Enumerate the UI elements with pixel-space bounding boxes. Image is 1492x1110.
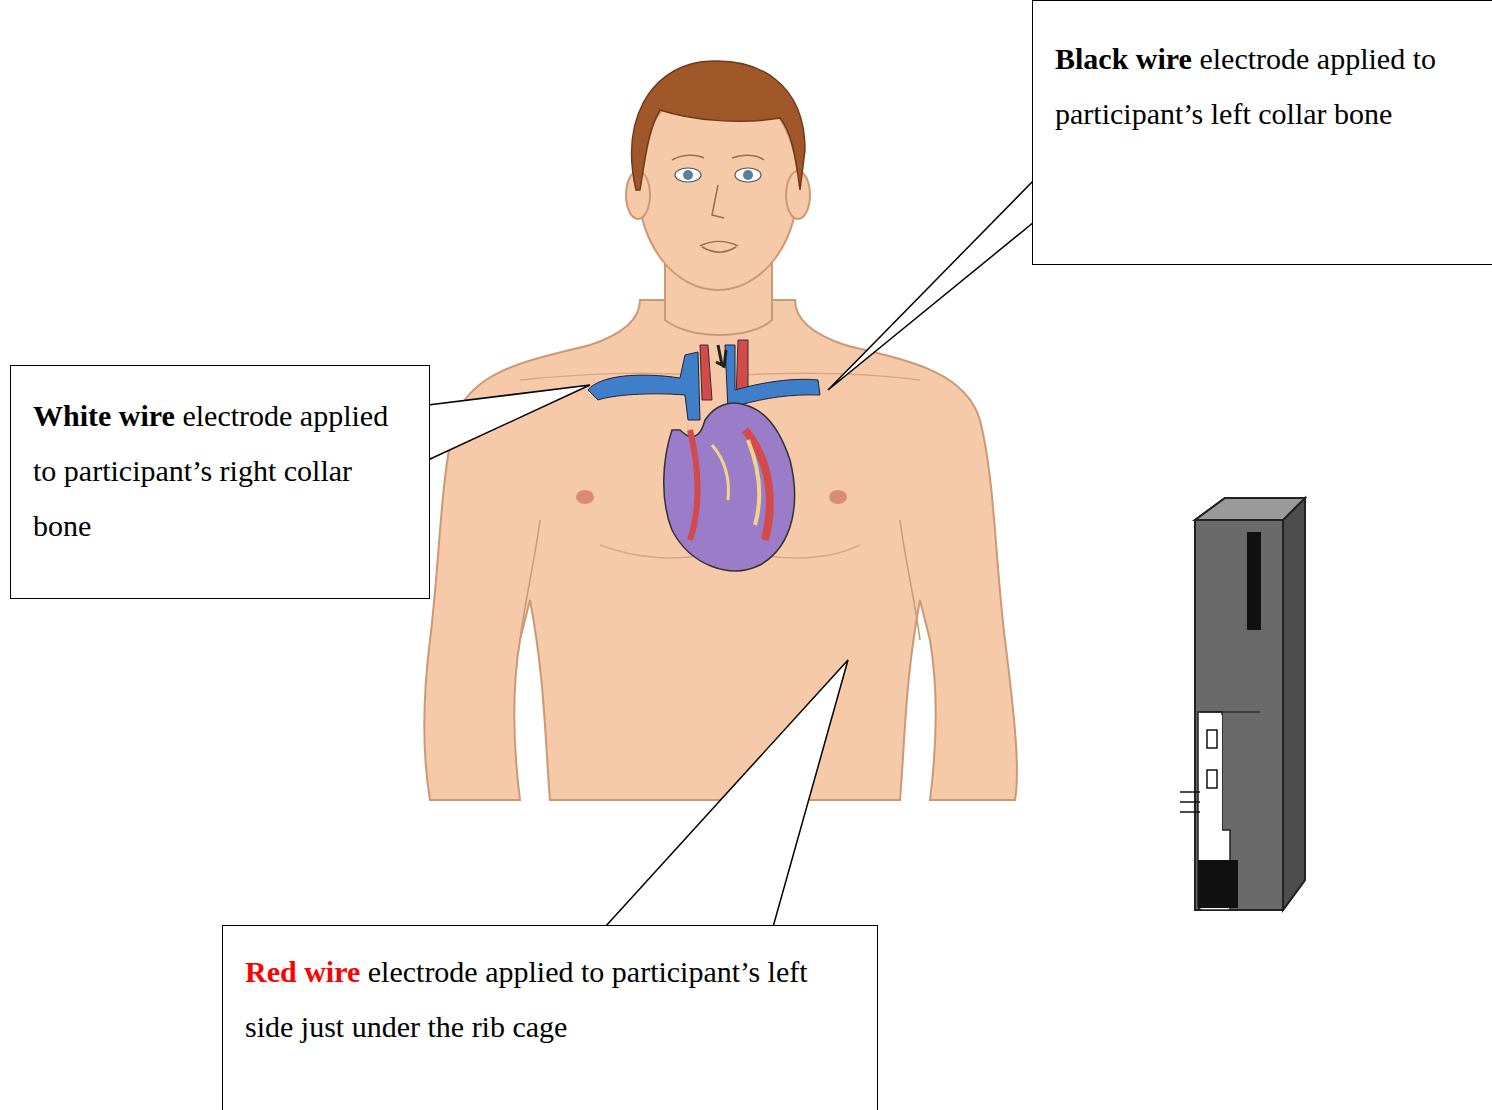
eye-left [675, 168, 701, 182]
black-wire-callout: Black wireelectrode applied to participa… [1032, 0, 1492, 265]
pointer-black [828, 180, 1034, 390]
wire-name: White wire [33, 399, 175, 432]
red-wire-callout: Red wireelectrode applied to participant… [222, 925, 878, 1110]
pointer-red [605, 660, 848, 927]
iris-right [743, 170, 753, 180]
nipple-right [576, 490, 594, 504]
iris-left [683, 170, 693, 180]
torso [424, 300, 1017, 800]
wire-name: Black wire [1055, 42, 1192, 75]
wire-name: Red wire [245, 955, 360, 988]
nipple-left [829, 490, 847, 504]
hair [632, 61, 805, 190]
recording-device [1180, 498, 1305, 910]
white-wire-callout: White wireelectrode applied to participa… [10, 365, 430, 599]
pointer-white [428, 385, 590, 460]
heart [588, 340, 820, 571]
eye-right [735, 168, 761, 182]
face-lines [672, 155, 764, 252]
